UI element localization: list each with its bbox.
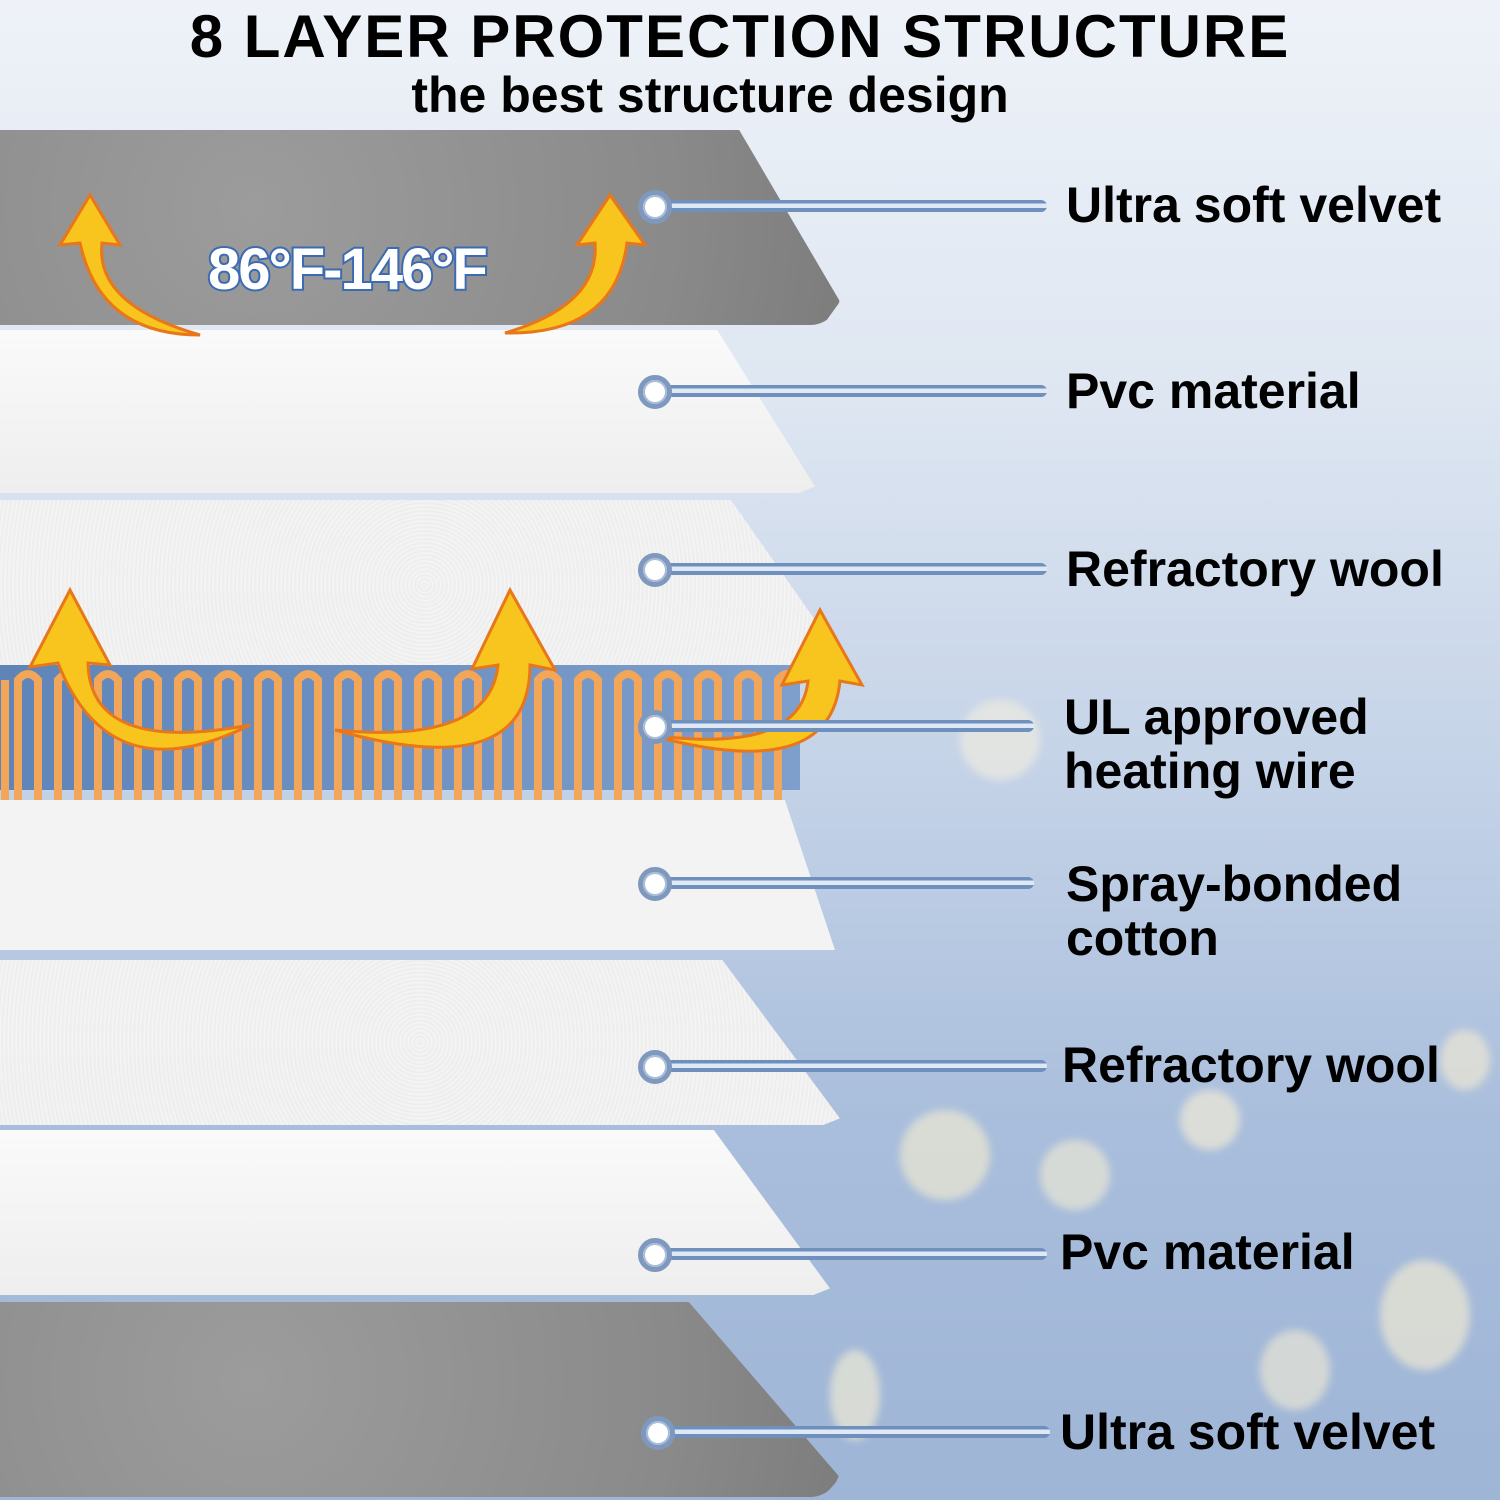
layer-pvc-bottom bbox=[0, 1130, 830, 1295]
bokeh-light bbox=[830, 1350, 880, 1440]
pointer-dot-icon bbox=[641, 1416, 675, 1450]
layer-refractory-wool-top bbox=[0, 500, 850, 670]
layer-6-label: Refractory wool bbox=[1062, 1037, 1440, 1093]
layer-2-label: Pvc material bbox=[1066, 363, 1361, 419]
bokeh-light bbox=[1260, 1330, 1330, 1410]
layer-velvet-bottom bbox=[0, 1302, 840, 1497]
layer-refractory-wool-bottom bbox=[0, 960, 840, 1125]
bokeh-light bbox=[1040, 1140, 1110, 1210]
pointer-dot-icon bbox=[638, 710, 672, 744]
pointer-dot-icon bbox=[638, 1050, 672, 1084]
layer-3-label: Refractory wool bbox=[1066, 541, 1444, 597]
layer-4-label: UL approved heating wire bbox=[1064, 689, 1369, 799]
bokeh-light bbox=[1380, 1260, 1470, 1370]
bokeh-light bbox=[1180, 1090, 1240, 1150]
pointer-dot-icon bbox=[638, 553, 672, 587]
layer-8-label: Ultra soft velvet bbox=[1060, 1404, 1436, 1460]
heat-flow-arrow-icon bbox=[27, 586, 251, 751]
heat-flow-arrow-icon bbox=[334, 586, 558, 749]
pointer-dot-icon bbox=[638, 1238, 672, 1272]
layer-pvc-top bbox=[0, 330, 815, 493]
bokeh-light bbox=[960, 700, 1040, 780]
layer-7-label: Pvc material bbox=[1060, 1224, 1355, 1280]
layer-5-label: Spray-bonded cotton bbox=[1066, 856, 1403, 966]
page-title: 8 LAYER PROTECTION STRUCTURE bbox=[189, 3, 1291, 70]
heat-flow-arrow-icon bbox=[649, 606, 865, 753]
pointer-dot-icon bbox=[638, 190, 672, 224]
layer-spray-bonded-cotton bbox=[0, 800, 835, 950]
bokeh-light bbox=[1440, 1030, 1490, 1090]
layer-velvet-top bbox=[0, 130, 840, 325]
heat-flow-arrow-icon bbox=[504, 192, 649, 335]
bokeh-light bbox=[900, 1110, 990, 1200]
page-subtitle: the best structure design bbox=[411, 67, 1009, 123]
heat-flow-arrow-icon bbox=[57, 192, 201, 337]
pointer-dot-icon bbox=[638, 867, 672, 901]
layer-1-label: Ultra soft velvet bbox=[1066, 177, 1442, 233]
pointer-dot-icon bbox=[638, 375, 672, 409]
temperature-range-badge: 86°F-146°F bbox=[206, 235, 490, 304]
